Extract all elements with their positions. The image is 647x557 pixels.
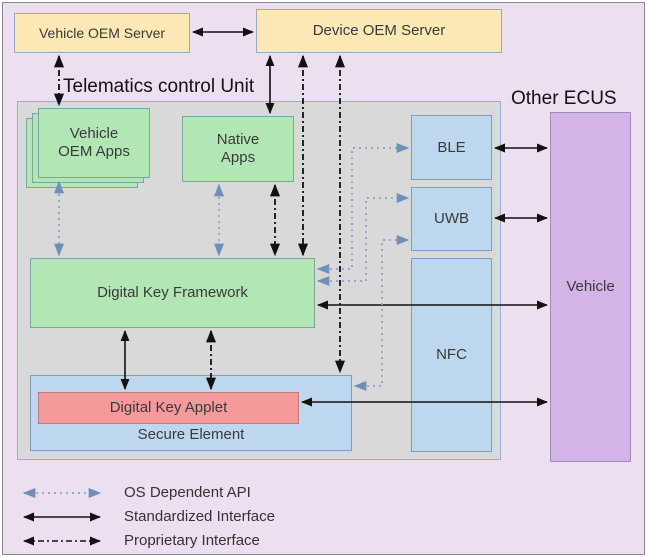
ble-node: BLE xyxy=(411,115,492,180)
vehicle-oem-server-node: Vehicle OEM Server xyxy=(14,13,190,53)
device-oem-server-node: Device OEM Server xyxy=(256,9,502,53)
tcu-title: Telematics control Unit xyxy=(63,76,255,97)
native-apps-node: Native Apps xyxy=(182,116,294,182)
other-ecus-title: Other ECUS xyxy=(511,88,617,109)
digital-key-applet-node: Digital Key Applet xyxy=(38,392,299,424)
vehicle-node: Vehicle xyxy=(550,112,631,462)
digital-key-framework-node: Digital Key Framework xyxy=(30,258,315,328)
nfc-node: NFC xyxy=(411,258,492,452)
legend-standardized-label: Standardized Interface xyxy=(124,508,275,525)
legend-os-dependent-label: OS Dependent API xyxy=(124,484,251,501)
legend-proprietary-label: Proprietary Interface xyxy=(124,532,260,549)
uwb-node: UWB xyxy=(411,187,492,251)
vehicle-oem-apps-node: Vehicle OEM Apps xyxy=(38,108,150,178)
